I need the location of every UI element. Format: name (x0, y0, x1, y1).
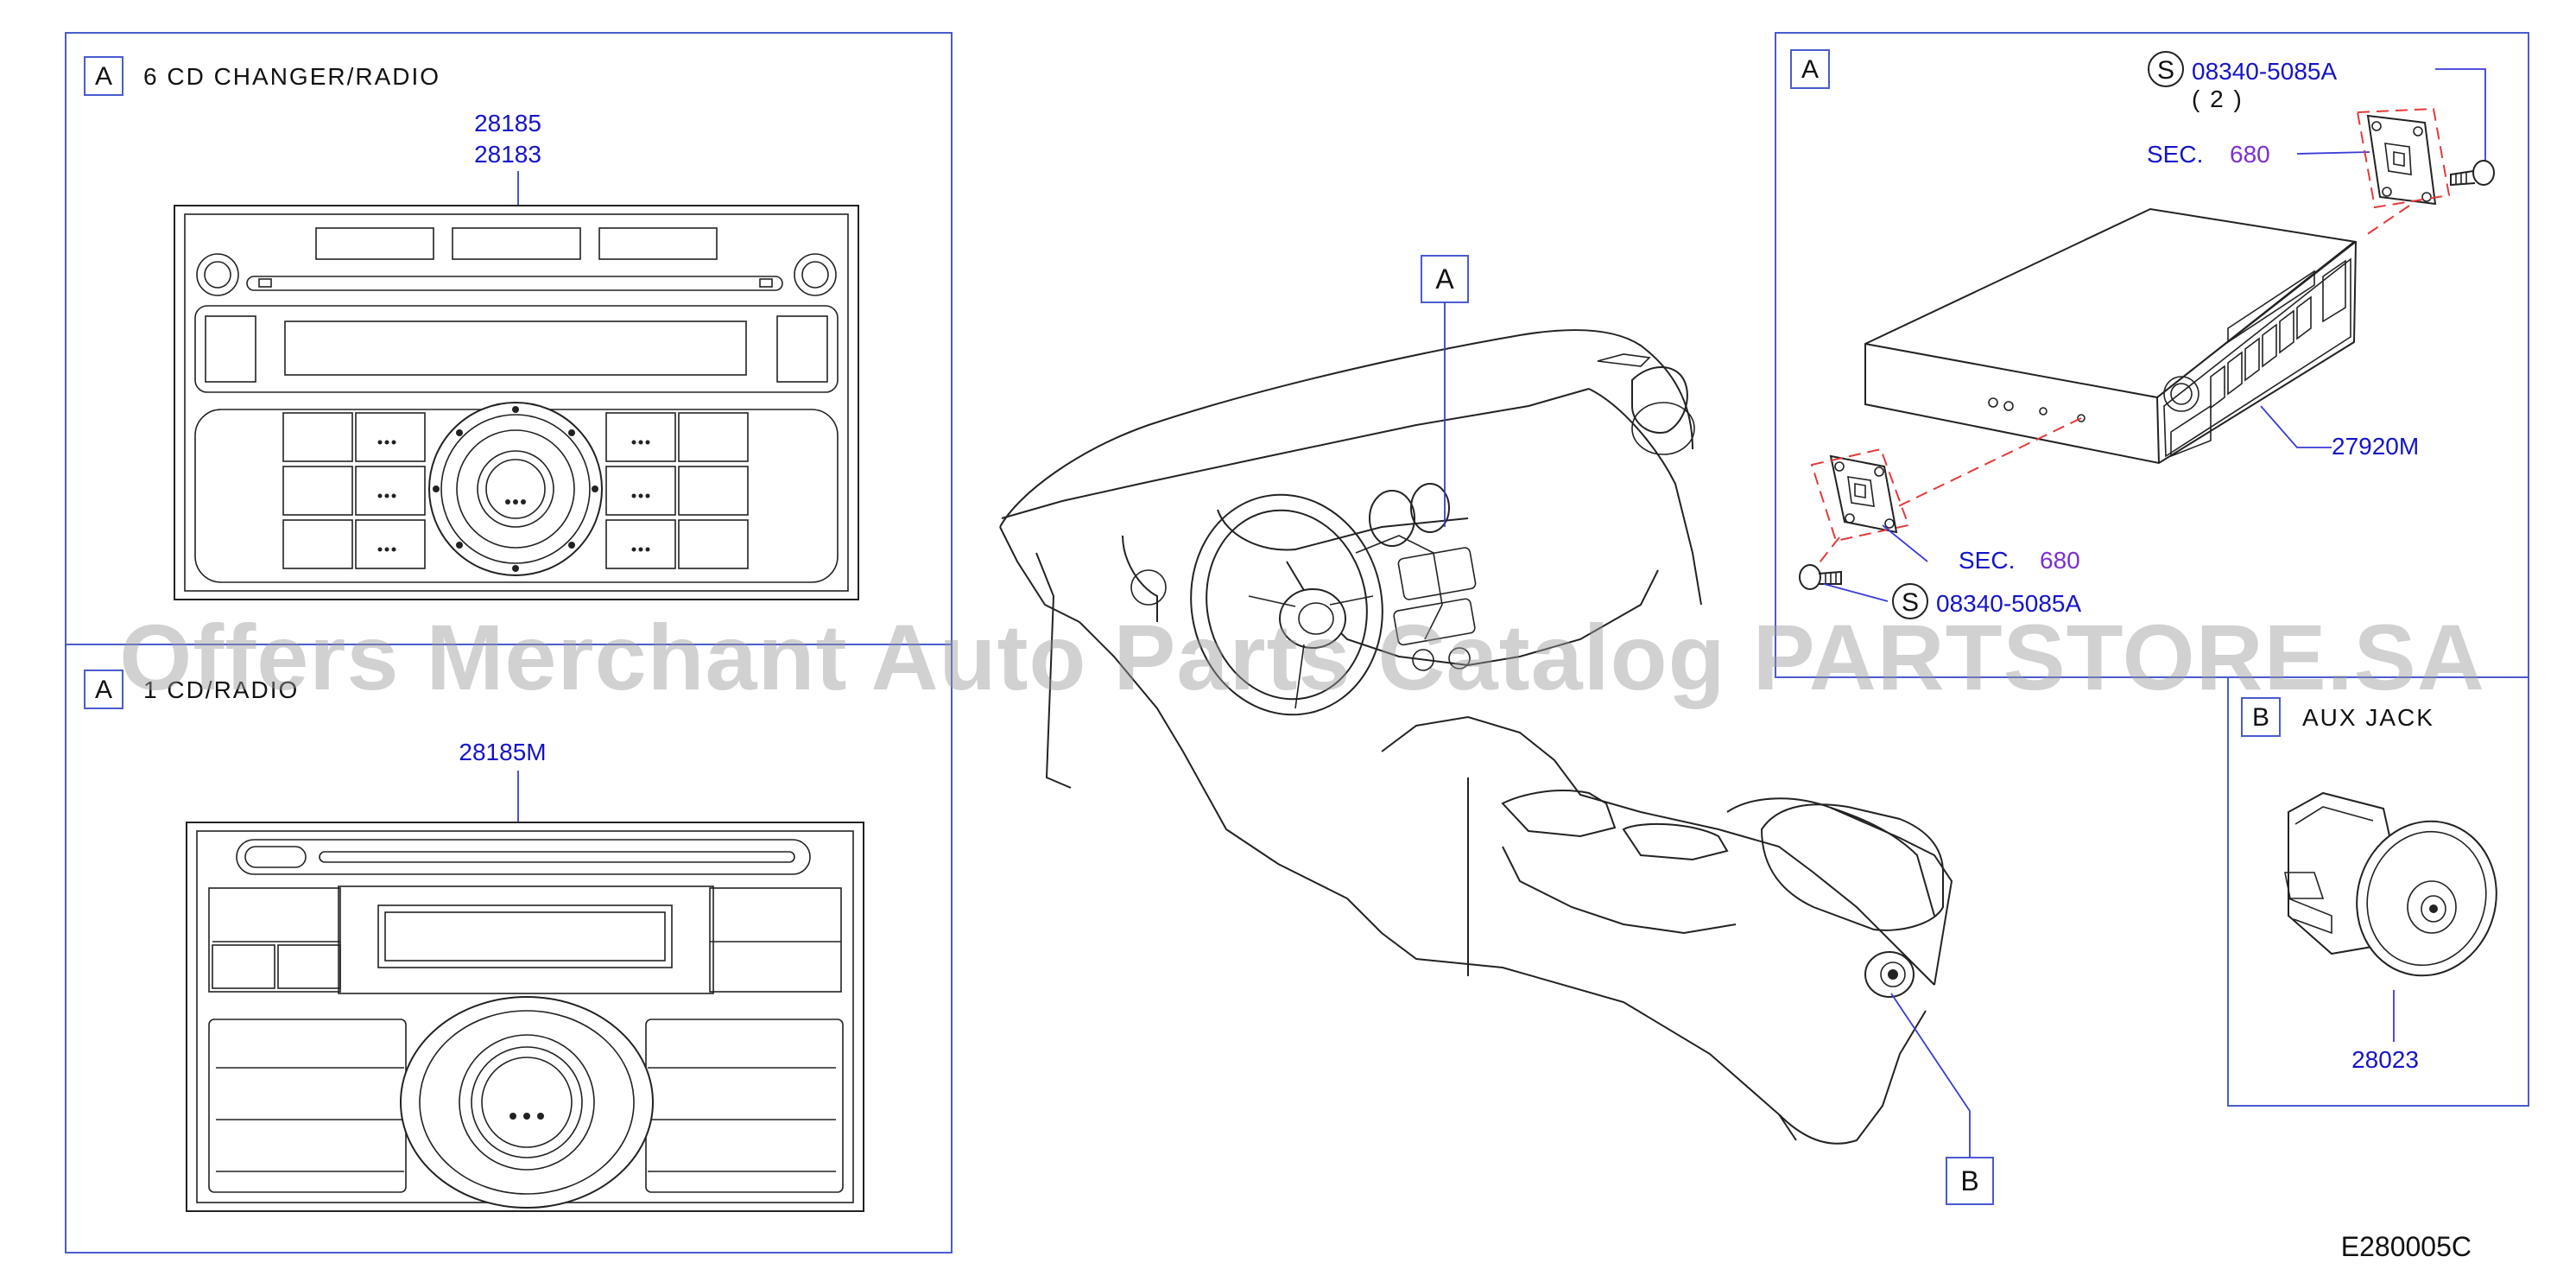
panel-aux-jack: B AUX JACK 28023 (2227, 676, 2529, 1107)
sec-number-top[interactable]: 680 (2230, 141, 2270, 168)
panel-detail-a: A S 08340-5085A ( 2 ) SEC. 680 (1775, 32, 2529, 678)
part-number-28185m[interactable]: 28185M (459, 739, 546, 765)
head-unit-27920m (1864, 207, 2358, 465)
sec-label-bottom: SEC. (1959, 547, 2015, 574)
panel-letter-box (84, 56, 123, 96)
screw-part-number-top[interactable]: 08340-5085A (2192, 58, 2337, 85)
screw-symbol-bottom (1892, 583, 1928, 619)
callout-letter-b: B (1960, 1165, 1978, 1196)
sec-label-top: SEC. (2147, 141, 2203, 168)
mounting-bracket-top (2356, 107, 2451, 209)
watermark: Offers Merchant Auto Parts Catalog PARTS… (119, 605, 2484, 709)
part-number-28183[interactable]: 28183 (474, 141, 541, 168)
panel-letter: A (95, 676, 112, 704)
panel-letter-box (2241, 697, 2281, 737)
panel-letter: B (2252, 703, 2269, 732)
part-number-28185[interactable]: 28185 (474, 110, 541, 136)
screw-part-number-bottom[interactable]: 08340-5085A (1936, 590, 2081, 617)
screw-symbol-letter: S (1902, 588, 1919, 617)
screw-top (2450, 160, 2495, 187)
part-number-28023[interactable]: 28023 (2351, 1046, 2419, 1073)
mounting-bracket-bottom (1810, 447, 1910, 543)
panel-letter: A (1801, 55, 1819, 84)
panel-letter-box (1790, 49, 1830, 89)
panel-letter-box (84, 670, 123, 709)
radio-6cd-drawing (174, 205, 859, 600)
panel-title: 6 CD CHANGER/RADIO (143, 63, 440, 90)
screw-symbol-letter: S (2157, 56, 2174, 85)
sec-number-bottom[interactable]: 680 (2040, 547, 2080, 574)
callout-b-console[interactable]: B (1890, 993, 1994, 1205)
panel-title: AUX JACK (2302, 704, 2434, 731)
aux-jack-drawing (2284, 791, 2497, 977)
part-number-27920m[interactable]: 27920M (2332, 433, 2419, 460)
screw-symbol-top (2148, 51, 2184, 87)
dashboard-console-drawing (999, 329, 1953, 1145)
callout-a-dashboard[interactable]: A (1421, 255, 1469, 527)
callout-letter-a: A (1435, 263, 1454, 295)
radio-1cd-drawing (186, 822, 864, 1212)
screw-quantity-top: ( 2 ) (2192, 86, 2244, 112)
screw-bottom (1799, 564, 1842, 590)
diagram-code: E280005C (2341, 1231, 2472, 1262)
panel-title: 1 CD/RADIO (143, 676, 299, 703)
panel-1cd-radio: A 1 CD/RADIO 28185M (65, 644, 953, 1253)
panel-letter: A (95, 62, 112, 91)
panel-6cd-changer-radio: A 6 CD CHANGER/RADIO 28185 28183 (65, 32, 953, 645)
